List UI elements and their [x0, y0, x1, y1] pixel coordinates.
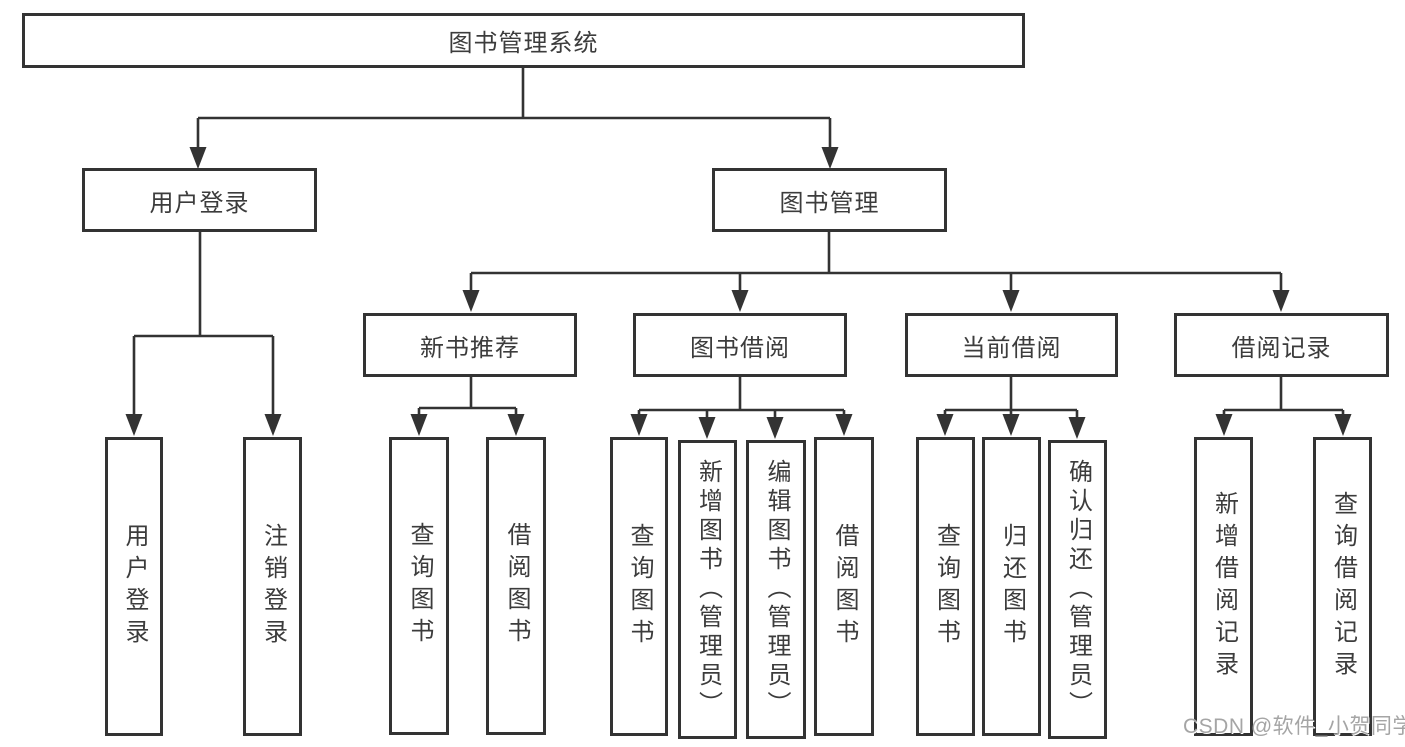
node-current-borrowing: 当前借阅 [905, 313, 1118, 377]
arrow-down-icon [462, 290, 480, 312]
arrow-down-icon [125, 414, 143, 436]
leaf-add-books-admin: 新增图书（管理员） [678, 440, 737, 739]
arrow-down-icon [731, 290, 749, 312]
node-label: 归还图书 [998, 522, 1026, 651]
leaf-borrow-books-2: 借阅图书 [814, 437, 874, 736]
node-label: 图书借阅 [690, 334, 790, 362]
connector-records-to-children [1222, 377, 1345, 419]
arrow-down-icon [264, 414, 282, 436]
node-book-management: 图书管理 [712, 168, 947, 232]
node-label: 查询图书 [406, 522, 433, 650]
arrow-down-icon [410, 414, 428, 436]
node-label: 新增图书（管理员） [694, 459, 722, 720]
node-label: 编辑图书（管理员） [763, 459, 790, 720]
leaf-add-borrow-record: 新增借阅记录 [1194, 437, 1253, 736]
arrowheads [125, 147, 1352, 439]
node-label: 查询借阅记录 [1329, 490, 1357, 683]
node-label: 新书推荐 [420, 334, 520, 362]
node-label: 新增借阅记录 [1210, 490, 1238, 683]
node-library-management-system: 图书管理系统 [22, 13, 1025, 68]
leaf-confirm-return-admin: 确认归还（管理员） [1048, 440, 1107, 739]
arrow-down-icon [189, 147, 207, 169]
arrow-down-icon [1068, 417, 1086, 439]
node-borrowing-records: 借阅记录 [1174, 313, 1389, 377]
leaf-query-books-3: 查询图书 [916, 437, 975, 736]
arrow-down-icon [1272, 290, 1290, 312]
arrow-down-icon [821, 147, 839, 169]
arrow-down-icon [1334, 414, 1352, 436]
arrow-down-icon [1002, 290, 1020, 312]
node-label: 查询图书 [626, 522, 653, 651]
leaf-user-login: 用户登录 [105, 437, 163, 736]
node-user-login: 用户登录 [82, 168, 317, 232]
arrow-down-icon [698, 417, 716, 439]
node-label: 借阅记录 [1231, 334, 1332, 362]
connector-bookmgmt-to-level3 [469, 232, 1283, 295]
node-label: 借阅图书 [503, 522, 530, 650]
node-label: 借阅图书 [831, 522, 858, 651]
node-label: 确认归还（管理员） [1064, 459, 1092, 720]
connector-borrow-to-children [637, 377, 846, 422]
connector-root-to-level2 [196, 68, 832, 152]
leaf-return-books: 归还图书 [982, 437, 1041, 736]
node-label: 用户登录 [121, 522, 148, 651]
node-label: 当前借阅 [961, 334, 1062, 362]
connector-newbook-to-children [417, 377, 518, 419]
connector-userlogin-to-children [132, 232, 275, 418]
leaf-edit-books-admin: 编辑图书（管理员） [746, 440, 806, 739]
node-label: 用户登录 [149, 189, 250, 217]
node-label: 图书管理系统 [448, 30, 599, 57]
node-book-borrowing: 图书借阅 [633, 313, 847, 377]
csdn-watermark: CSDN @软件_小贺同学 [1183, 715, 1405, 738]
arrow-down-icon [630, 414, 648, 436]
arrow-down-icon [766, 417, 784, 439]
arrow-down-icon [1215, 414, 1233, 436]
node-label: 查询图书 [932, 522, 960, 651]
arrow-down-icon [507, 414, 525, 436]
node-label: 图书管理 [779, 189, 880, 217]
leaf-borrow-books-1: 借阅图书 [486, 437, 546, 735]
arrow-down-icon [835, 414, 853, 436]
leaf-query-borrow-record: 查询借阅记录 [1313, 437, 1372, 736]
leaf-query-books-2: 查询图书 [610, 437, 668, 736]
node-new-book-recommend: 新书推荐 [363, 313, 577, 377]
arrow-down-icon [936, 414, 954, 436]
node-label: 注销登录 [259, 522, 287, 651]
leaf-query-books-1: 查询图书 [389, 437, 449, 735]
leaf-logout: 注销登录 [243, 437, 302, 736]
arrow-down-icon [1002, 414, 1020, 436]
